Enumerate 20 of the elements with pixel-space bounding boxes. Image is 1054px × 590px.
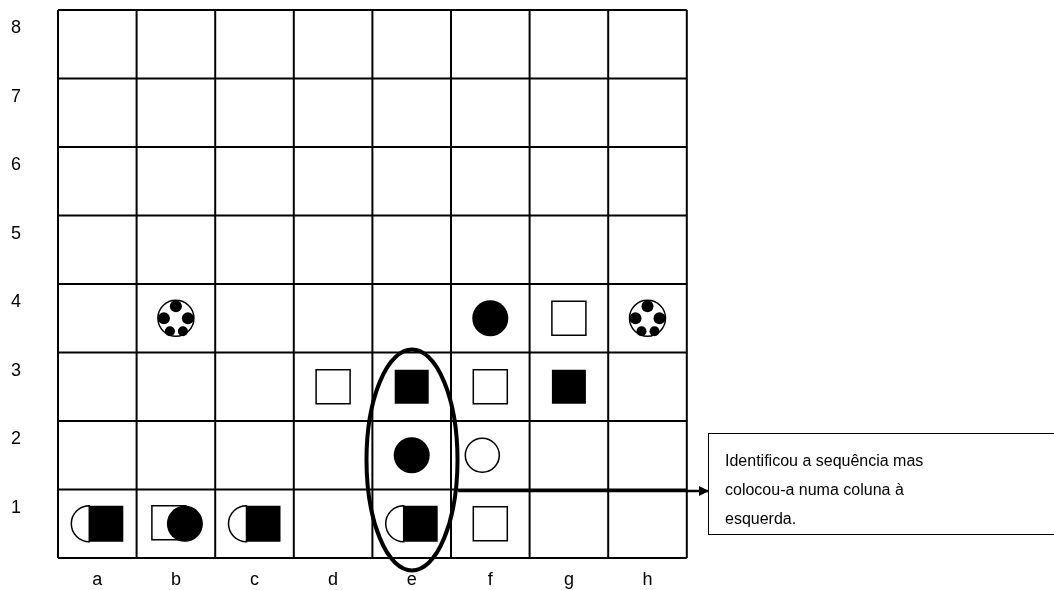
row-number: 7 [10,84,22,107]
arrow [458,486,709,496]
highlight-ellipse [364,347,460,573]
column-letter: h [641,568,654,590]
column-letter: f [486,568,494,590]
row-number: 1 [10,495,22,518]
row-number: 5 [10,221,22,244]
column-letter: c [249,568,260,590]
column-letter: g [562,568,575,590]
row-number: 3 [10,358,22,381]
row-number: 4 [10,290,22,312]
comment-box [708,433,1054,535]
column-letter: d [327,568,340,590]
row-number: 2 [10,427,22,449]
row-number: 6 [10,153,22,175]
column-letter: a [91,568,104,590]
comment-text: Identificou a sequência mas colocou-a numa coluna à esquerda. [725,451,925,529]
column-letter: b [169,568,182,590]
column-letter: e [405,568,418,590]
row-number: 8 [10,16,22,38]
